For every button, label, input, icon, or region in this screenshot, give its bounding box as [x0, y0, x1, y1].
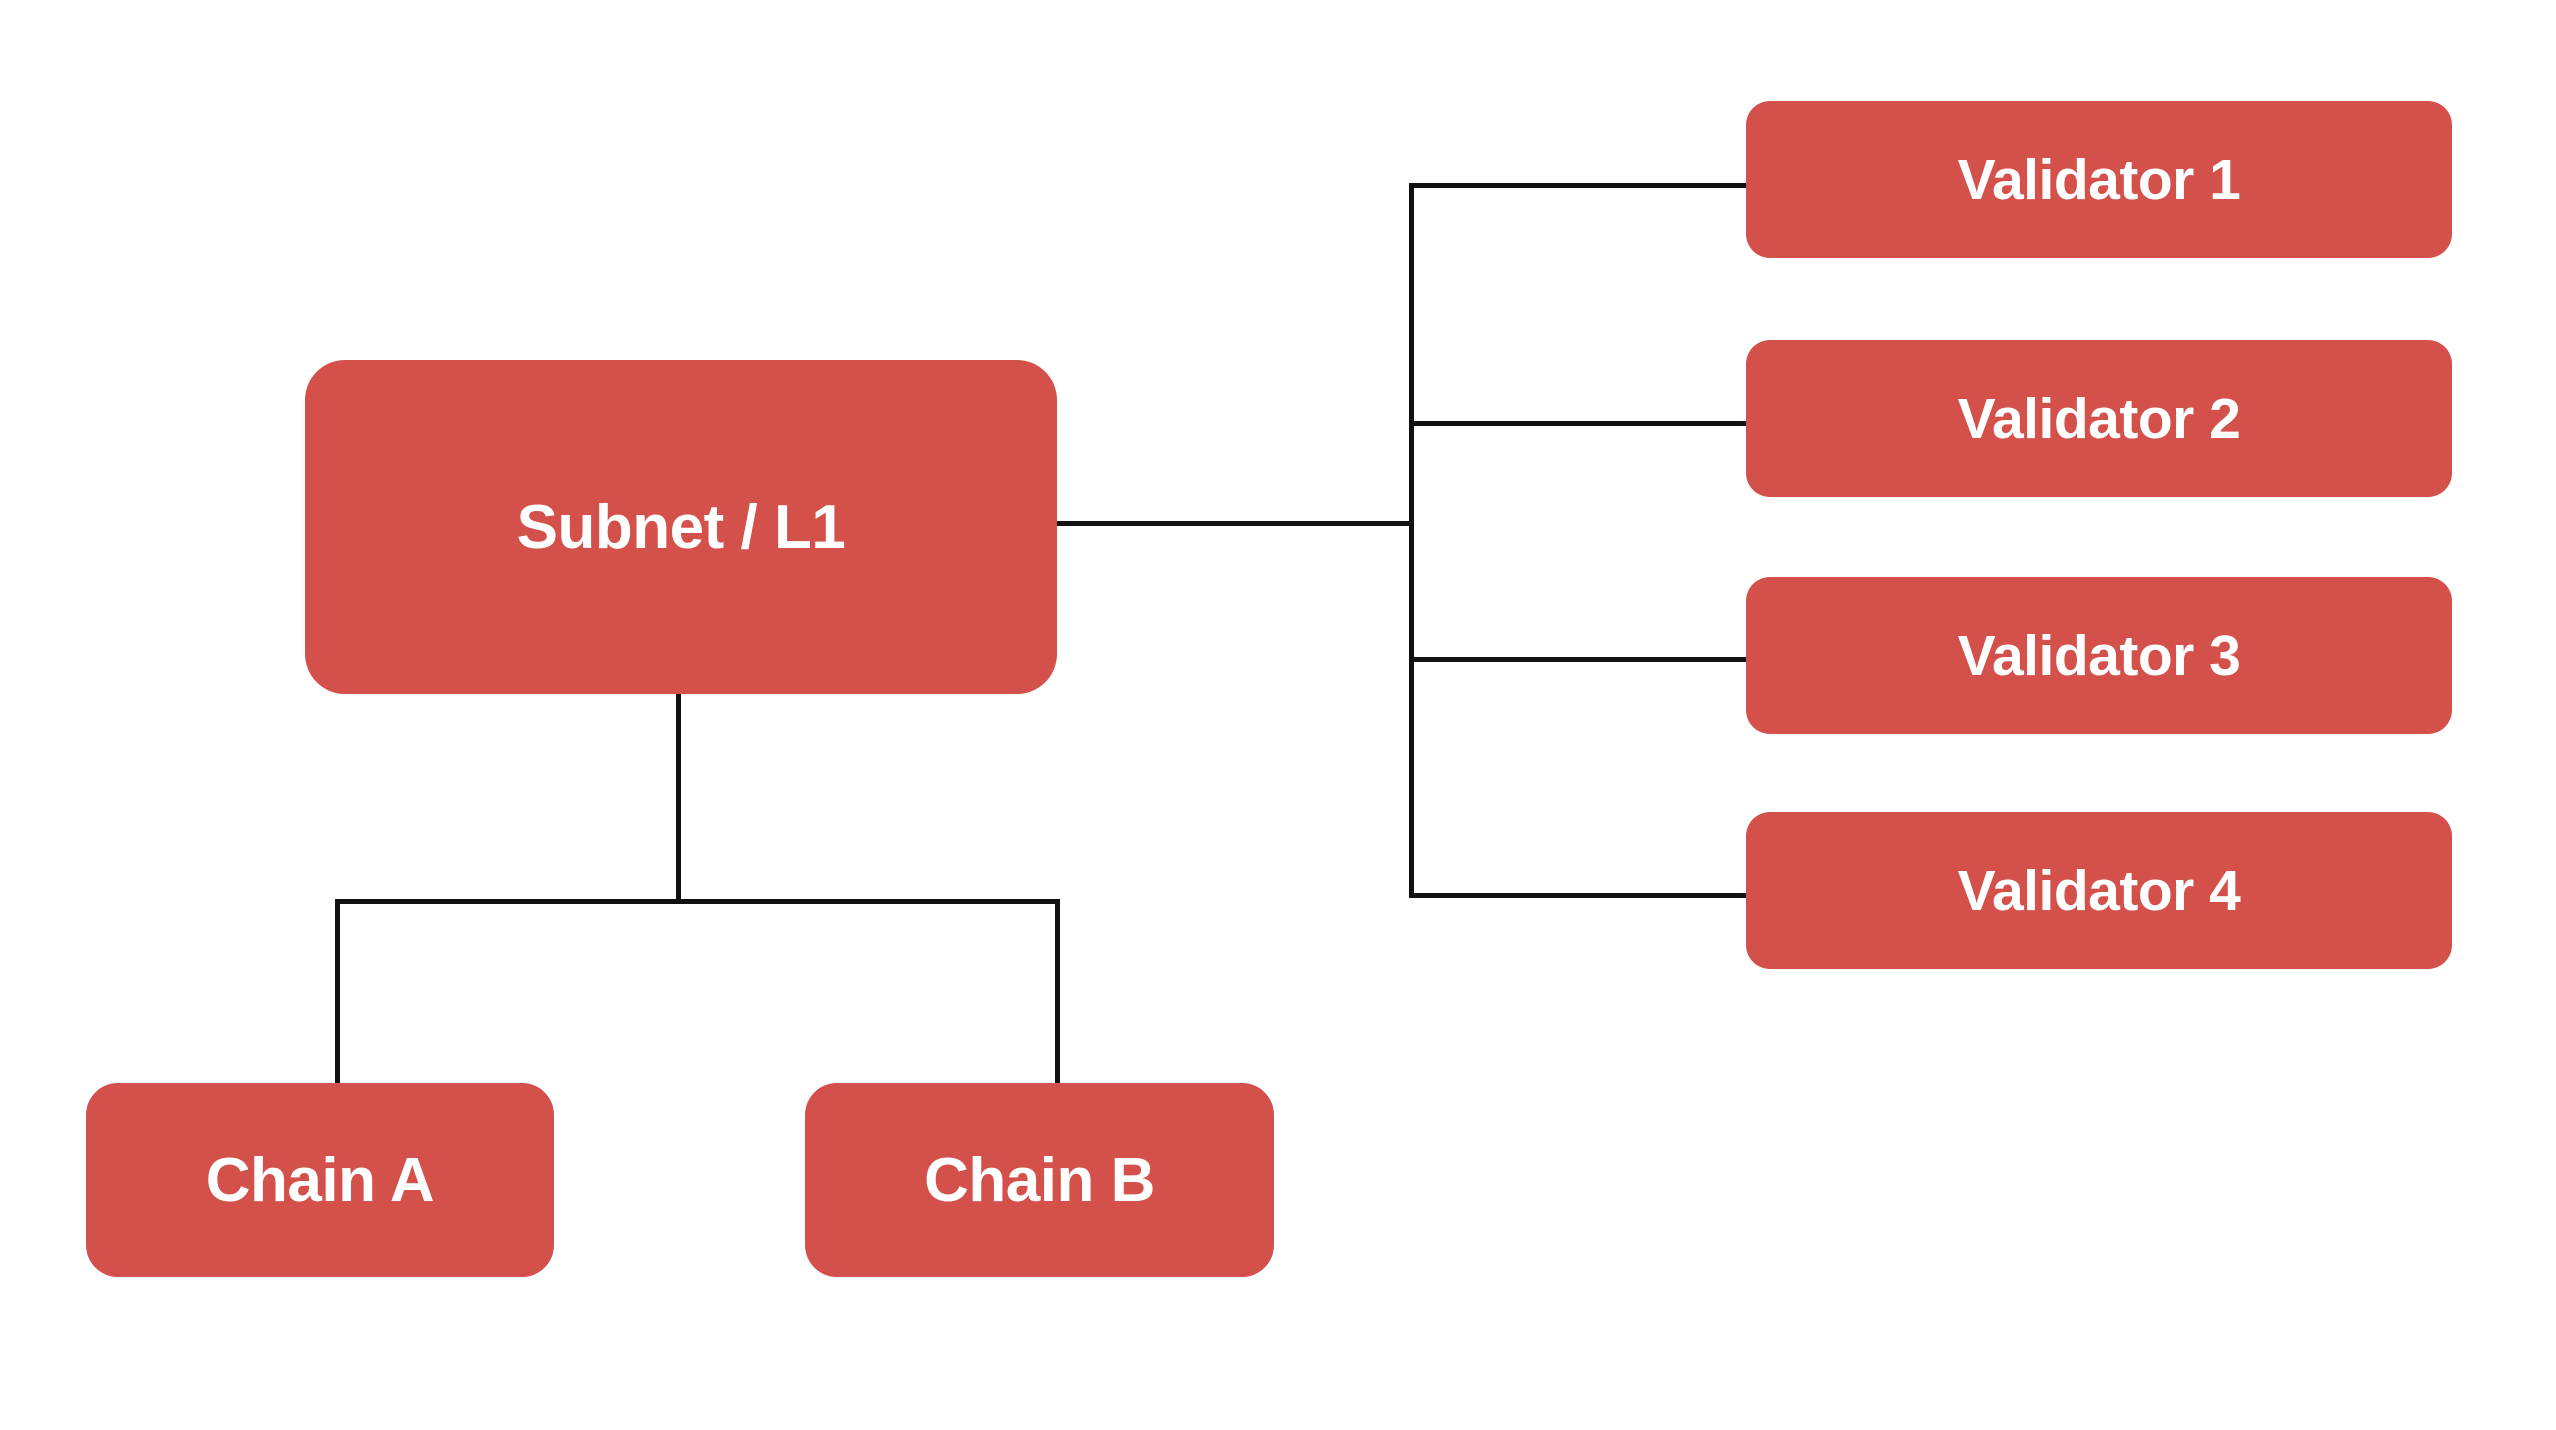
edge-trunk-to-validator-4 — [1409, 893, 1749, 898]
edge-trunk-to-validator-2 — [1409, 421, 1749, 426]
node-validator-1[interactable]: Validator 1 — [1746, 101, 2452, 258]
edge-trunk-to-validator-1 — [1409, 183, 1749, 188]
edge-chain-bus — [335, 899, 1060, 904]
edge-bus-to-chain-a — [335, 899, 340, 1085]
node-subnet-l1-label: Subnet / L1 — [516, 492, 846, 562]
edge-bus-to-chain-b — [1055, 899, 1060, 1085]
node-validator-1-label: Validator 1 — [1957, 147, 2241, 212]
node-validator-3-label: Validator 3 — [1957, 623, 2241, 688]
node-validator-4-label: Validator 4 — [1957, 858, 2241, 923]
edge-subnet-to-validator-trunk — [1056, 521, 1414, 526]
node-chain-b[interactable]: Chain B — [805, 1083, 1274, 1277]
node-validator-2-label: Validator 2 — [1957, 386, 2241, 451]
node-validator-3[interactable]: Validator 3 — [1746, 577, 2452, 734]
node-subnet-l1[interactable]: Subnet / L1 — [305, 360, 1057, 694]
edge-subnet-to-chain-bus — [676, 693, 681, 904]
node-chain-a-label: Chain A — [205, 1145, 435, 1215]
edge-validator-trunk — [1409, 183, 1414, 898]
edge-trunk-to-validator-3 — [1409, 657, 1749, 662]
node-chain-a[interactable]: Chain A — [86, 1083, 554, 1277]
node-validator-4[interactable]: Validator 4 — [1746, 812, 2452, 969]
node-validator-2[interactable]: Validator 2 — [1746, 340, 2452, 497]
node-chain-b-label: Chain B — [924, 1145, 1155, 1215]
